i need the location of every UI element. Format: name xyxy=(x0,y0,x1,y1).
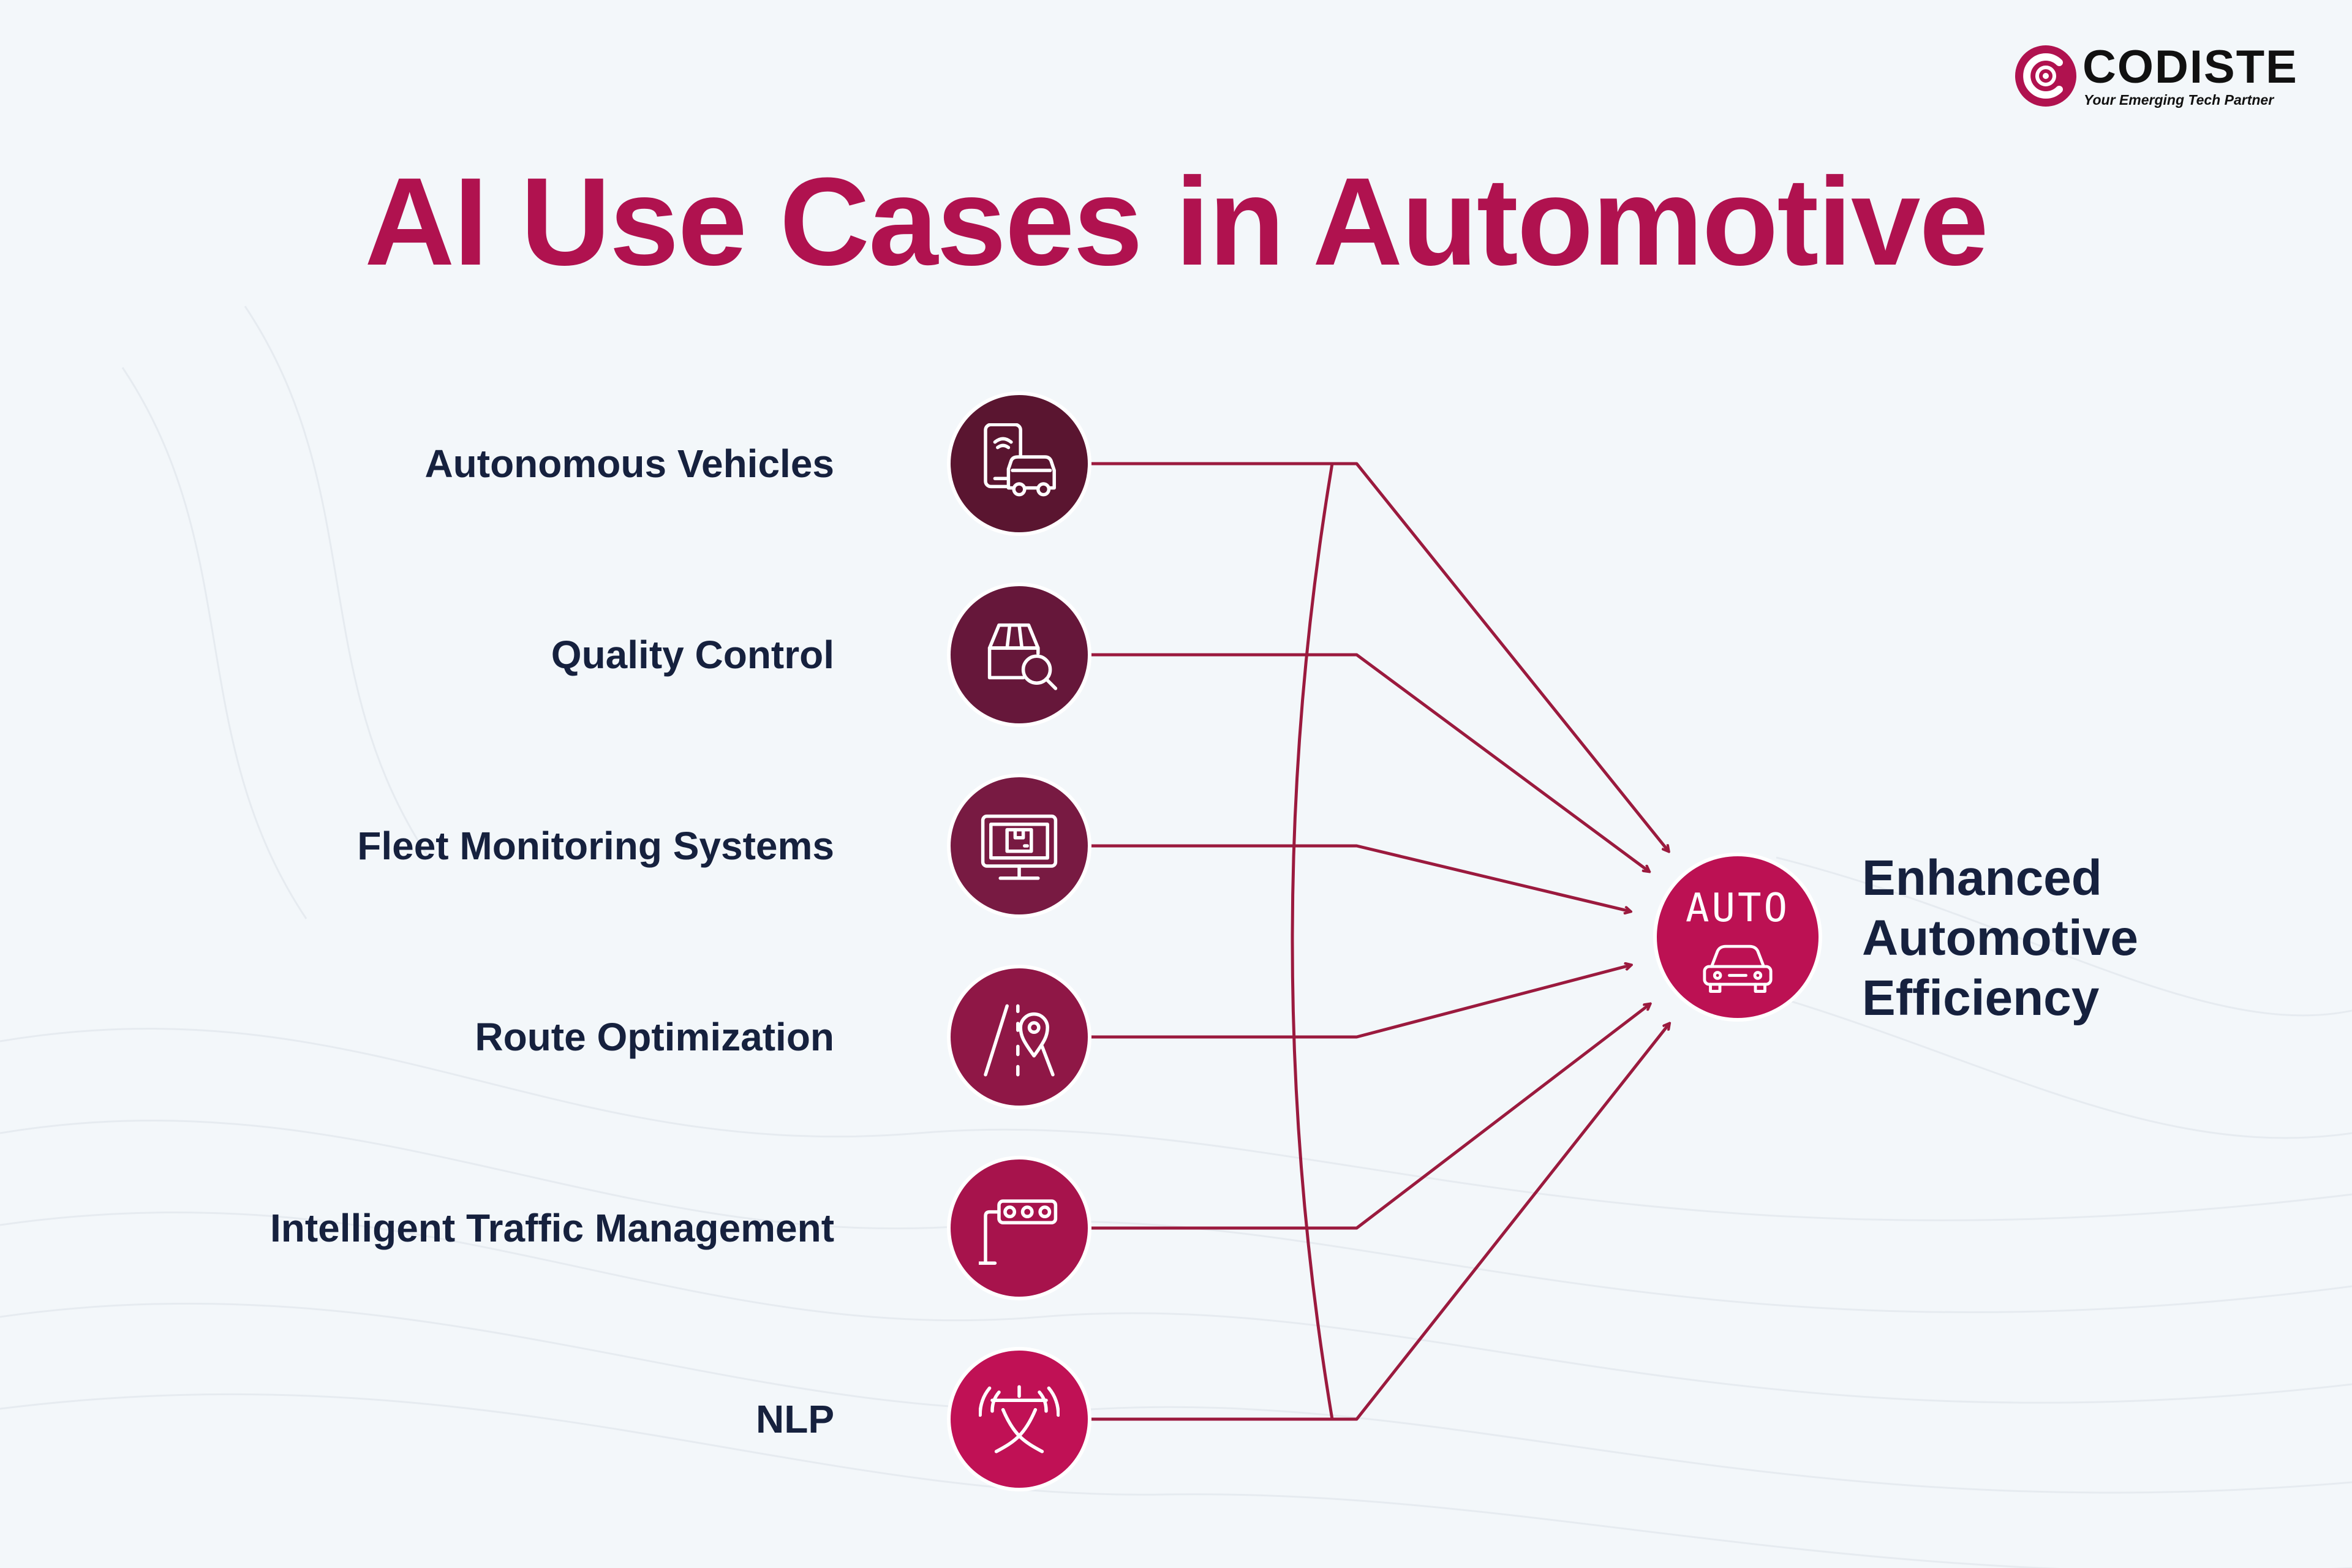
use-case-node xyxy=(947,582,1091,727)
node-circle xyxy=(951,777,1088,914)
use-case-label: Intelligent Traffic Management xyxy=(270,1206,834,1250)
outcome-label-line: Efficiency xyxy=(1862,970,2100,1026)
outcome-node: AUTO xyxy=(1653,853,1822,1022)
outcome-label-line: Automotive xyxy=(1862,910,2138,966)
use-case-label: NLP xyxy=(756,1397,834,1441)
use-case-label: Fleet Monitoring Systems xyxy=(357,824,834,868)
node-circle xyxy=(951,1351,1088,1488)
connector-arrow xyxy=(1088,844,1630,911)
use-case-label: Quality Control xyxy=(551,633,834,677)
codiste-logo-mark xyxy=(2015,45,2076,107)
connector-bracket xyxy=(1291,463,1334,1420)
node-circle xyxy=(951,1159,1088,1297)
use-case-node xyxy=(947,965,1091,1109)
outcome-badge-text: AUTO xyxy=(1686,886,1790,931)
outcome-label-line: Enhanced xyxy=(1862,850,2102,906)
codiste-logo[interactable]: CODISTE Your Emerging Tech Partner xyxy=(2014,44,2308,111)
page-title: AI Use Cases in Automotive xyxy=(364,152,1989,292)
node-circle xyxy=(951,586,1088,723)
use-case-node xyxy=(947,1156,1091,1300)
use-case-node xyxy=(947,1347,1091,1491)
use-case-node xyxy=(947,391,1091,536)
connector-arrow xyxy=(1088,965,1631,1039)
connector-arrow xyxy=(1088,1023,1669,1421)
brand-name: CODISTE xyxy=(2082,41,2298,93)
connector-arrow xyxy=(1088,653,1649,872)
outcome-circle xyxy=(1657,856,1819,1018)
node-circle xyxy=(951,968,1088,1106)
connector-arrow xyxy=(1088,1004,1650,1230)
use-case-label: Route Optimization xyxy=(475,1015,834,1059)
brand-tagline: Your Emerging Tech Partner xyxy=(2084,92,2274,108)
use-case-label: Autonomous Vehicles xyxy=(424,442,834,486)
connector-arrow xyxy=(1088,462,1668,851)
use-case-node xyxy=(947,774,1091,918)
